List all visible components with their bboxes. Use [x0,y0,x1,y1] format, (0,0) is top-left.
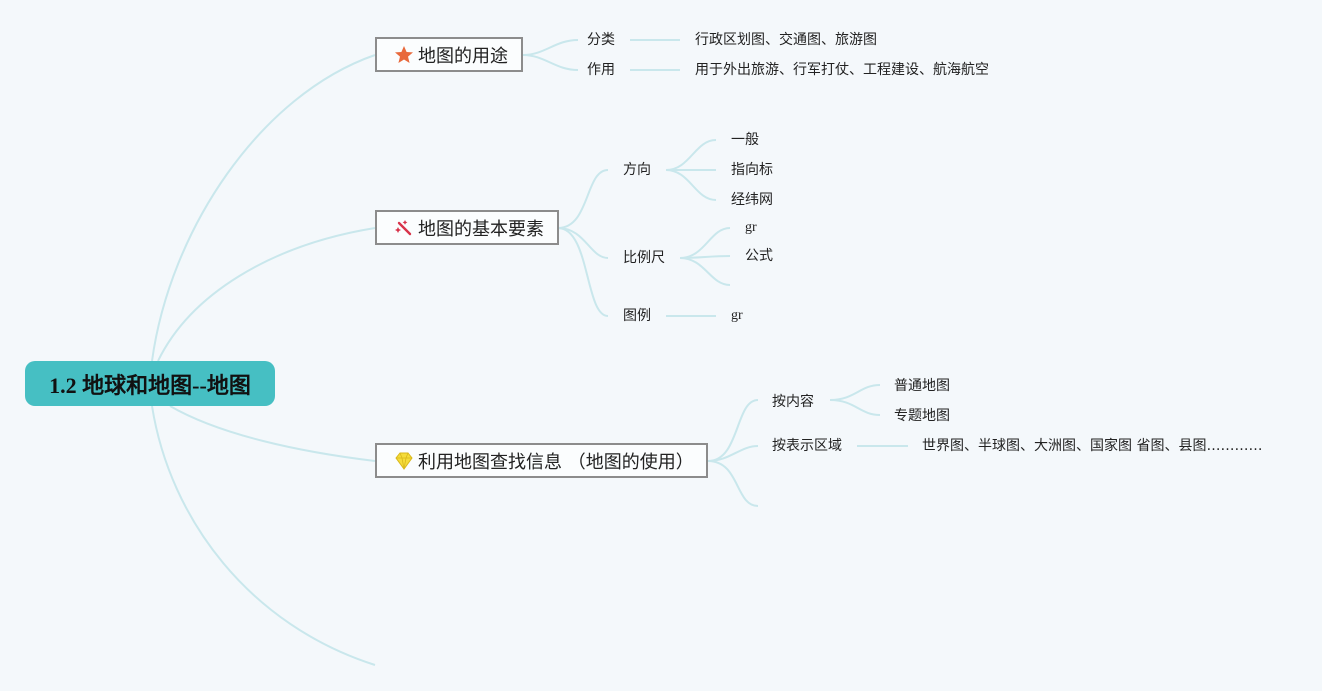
elements-to-scale-line [557,227,609,259]
topic-direction-grid[interactable]: 经纬网 [731,192,773,208]
topic-category[interactable]: 分类 [587,32,615,48]
topic-direction[interactable]: 方向 [623,162,651,178]
topic-scale-formula[interactable]: 公式 [745,248,773,264]
topic-function[interactable]: 作用 [587,62,615,78]
elements-to-legend-line [557,227,609,317]
uses-to-function-line [522,54,579,71]
scale-to-gr-line [679,227,731,259]
scale-to-empty-line [679,257,731,286]
direction-to-general-line [665,139,717,171]
root-topic[interactable]: 1.2 地球和地图--地图 [25,361,275,406]
branch-label: 利用地图查找信息 （地图的使用） [418,451,694,473]
topic-direction-pointer[interactable]: 指向标 [731,162,773,178]
branch-label: 地图的用途 [418,45,508,67]
topic-scale-gr[interactable]: gr [745,220,757,235]
direction-to-grid-line [665,169,717,201]
star-icon [393,44,415,66]
diamond-icon [393,450,415,472]
topic-region-value[interactable]: 世界图、半球图、大洲图、国家图 省图、县图………… [922,438,1263,454]
root-title: 1.2 地球和地图--地图 [49,372,251,398]
content-to-general-line [829,384,881,401]
branch-map-elements[interactable]: 地图的基本要素 [375,210,559,245]
topic-function-value[interactable]: 用于外出旅游、行军打仗、工程建设、航海航空 [695,62,989,78]
usage-to-content-line [707,399,759,462]
topic-scale[interactable]: 比例尺 [623,250,665,266]
content-to-thematic-line [829,399,881,416]
usage-to-empty-line [707,460,759,507]
topic-legend-gr[interactable]: gr [731,308,743,323]
uses-to-category-line [522,39,579,56]
branch-label: 地图的基本要素 [418,218,544,240]
elements-to-direction-line [557,169,609,229]
topic-thematic-map[interactable]: 专题地图 [894,408,950,424]
branch-map-uses[interactable]: 地图的用途 [375,37,523,72]
root-to-usage-line [169,405,376,462]
topic-general-map[interactable]: 普通地图 [894,378,950,394]
topic-category-value[interactable]: 行政区划图、交通图、旅游图 [695,32,877,48]
root-to-elements-line [157,227,376,362]
branch-map-usage[interactable]: 利用地图查找信息 （地图的使用） [375,443,708,478]
topic-by-region[interactable]: 按表示区域 [772,438,842,454]
topic-direction-general[interactable]: 一般 [731,132,759,148]
topic-legend[interactable]: 图例 [623,308,651,324]
root-to-empty-line [151,405,376,666]
root-to-uses-line [151,54,376,362]
magic-wand-icon [393,217,415,239]
topic-by-content[interactable]: 按内容 [772,394,814,410]
